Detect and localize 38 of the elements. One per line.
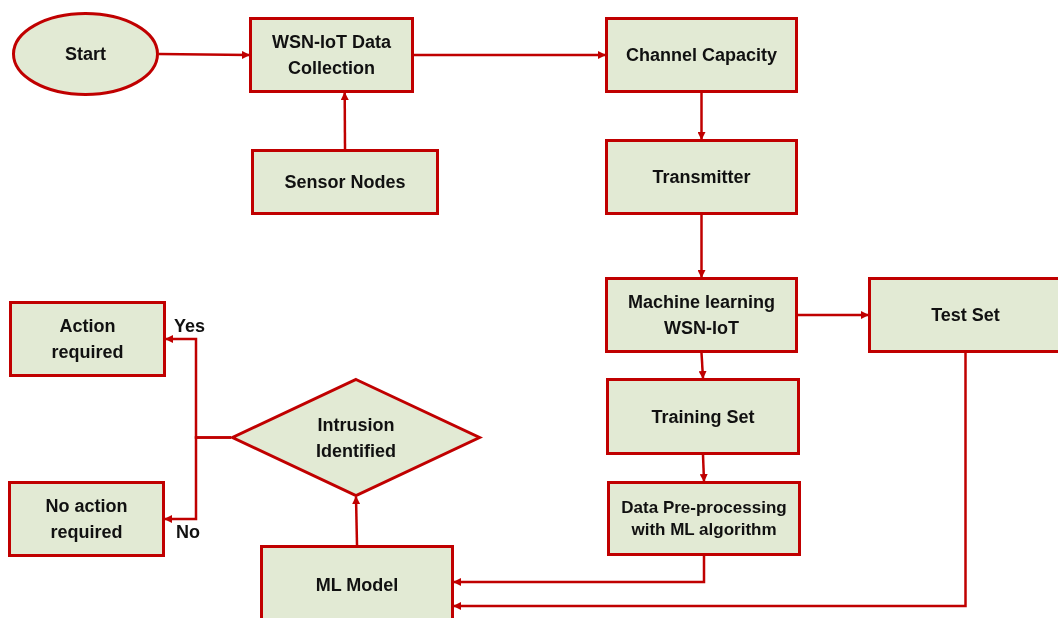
node-label: ML Model: [315, 574, 399, 597]
arrow: [453, 353, 967, 610]
node-label: No action required: [44, 495, 129, 544]
process-box: [9, 301, 166, 377]
node-label: Training Set: [651, 405, 755, 429]
arrow: [697, 215, 706, 278]
node-label: Machine learning WSN-IoT: [626, 291, 776, 340]
arrow: [698, 352, 707, 379]
arrow: [798, 311, 869, 319]
start-ellipse: [12, 12, 159, 96]
node-label: Data Pre-processing with ML algorithm: [620, 496, 788, 541]
arrow: [453, 556, 706, 586]
node-label: WSN-IoT Data Collection: [271, 31, 392, 80]
process-box: [607, 481, 801, 556]
process-box: [249, 17, 414, 93]
process-box: [605, 17, 798, 93]
arrow: [699, 454, 708, 482]
process-box: [605, 277, 798, 353]
node-label: Channel Capacity: [625, 44, 777, 67]
arrow: [164, 436, 231, 523]
decision-diamond: [231, 378, 481, 497]
node-label: Sensor Nodes: [284, 171, 406, 194]
node-label: Transmitter: [652, 166, 751, 189]
node-label: Start: [65, 43, 106, 66]
process-box: [251, 149, 439, 215]
arrow: [352, 496, 361, 546]
node-label: Intrusion Identified: [315, 413, 397, 463]
node-label: Action required: [50, 315, 125, 364]
arrow: [159, 50, 250, 59]
process-box: [605, 139, 798, 215]
arrow: [697, 93, 706, 140]
node-label: Test Set: [931, 304, 1000, 327]
process-box: [868, 277, 1058, 353]
arrow: [414, 51, 606, 59]
process-box: [8, 481, 165, 557]
process-box: [260, 545, 454, 618]
process-box: [606, 378, 800, 455]
arrow: [340, 92, 349, 149]
